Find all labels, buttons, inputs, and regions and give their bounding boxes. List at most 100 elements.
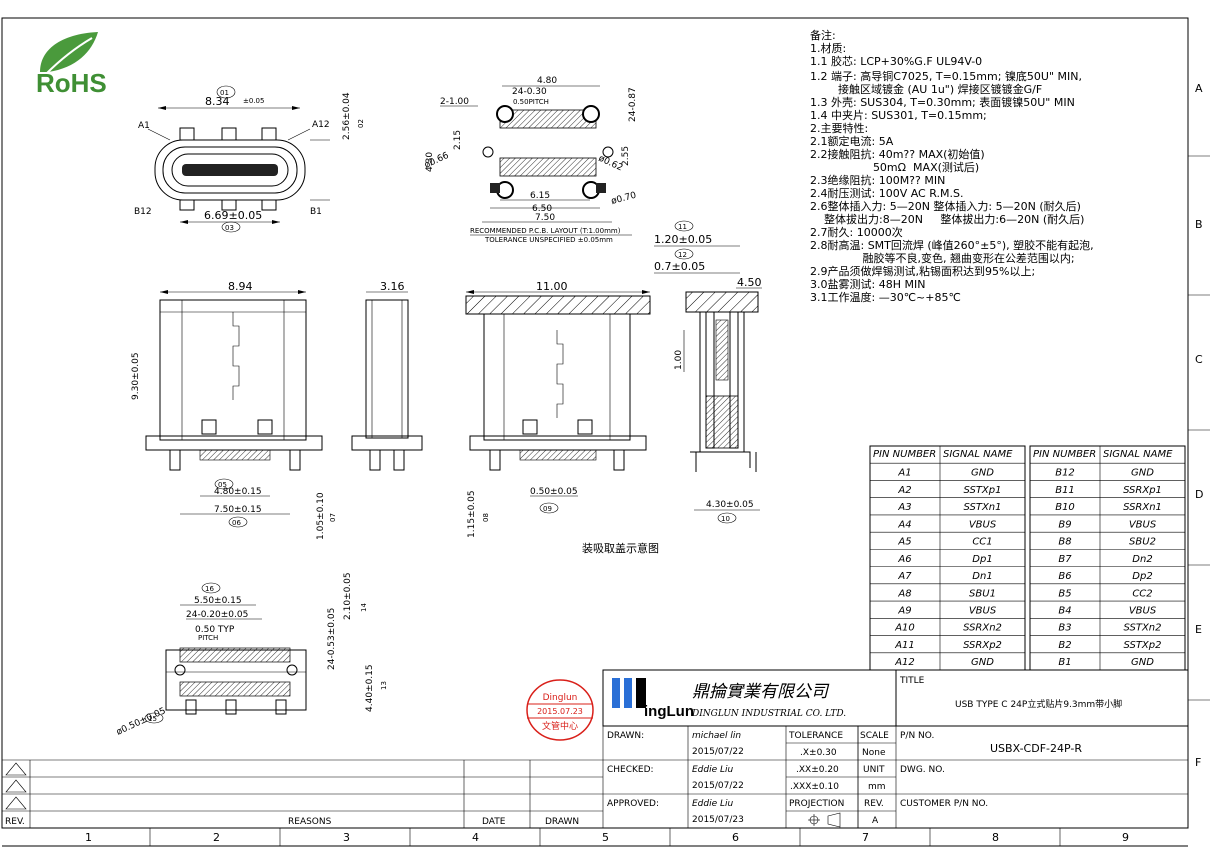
title-block: ingLun 鼎掄實業有限公司 DINGLUN INDUSTRIAL CO. L… xyxy=(602,669,1189,829)
pin-header: PIN NUMBER xyxy=(1033,449,1096,460)
pin-number-cell: A10 xyxy=(894,623,915,634)
note-line: 2.2接触阻抗: 40m?? MAX(初始值) xyxy=(810,147,985,161)
svg-text:4.50: 4.50 xyxy=(737,276,762,289)
signal-name-cell: GND xyxy=(971,657,994,668)
pin-number-cell: B11 xyxy=(1055,485,1075,496)
view-pcb-layout: 4.80 24-0.30 0.50PITCH 2-1.00 24-0.87 2.… xyxy=(423,76,638,244)
signal-name-cell: SSTXn1 xyxy=(964,502,1002,513)
zone-label: F xyxy=(1195,756,1201,769)
label-a12: A12 xyxy=(312,120,330,130)
svg-text:4.80±0.15: 4.80±0.15 xyxy=(214,487,262,497)
svg-text:03: 03 xyxy=(225,224,234,232)
pin-number-cell: A11 xyxy=(894,640,915,651)
svg-text:1.15±0.05: 1.15±0.05 xyxy=(467,490,477,538)
pick-cap xyxy=(465,295,651,315)
note-line: 50mΩ MAX(测试后) xyxy=(810,161,979,174)
projection-symbol-icon xyxy=(808,812,841,828)
note-line: 3.1工作温度: —30℃~+85℃ xyxy=(810,290,961,304)
svg-text:16: 16 xyxy=(205,585,214,593)
signal-name-cell: GND xyxy=(1131,657,1154,668)
svg-text:TOLERANCE: TOLERANCE xyxy=(788,731,843,741)
signal-name-cell: Dn2 xyxy=(1132,554,1152,565)
svg-text:DRAWN: DRAWN xyxy=(545,817,579,827)
note-line: 2.8耐高温: SMT回流焊 (峰值260°±5°), 塑胶不能有起泡, xyxy=(810,238,1094,252)
signal-name-cell: SSRXp1 xyxy=(1123,485,1162,496)
pin-number-cell: A8 xyxy=(897,588,911,599)
company-name-cn: 鼎掄實業有限公司 xyxy=(692,682,830,702)
note-line: 2.1额定电流: 5A xyxy=(810,134,894,148)
signal-name-cell: CC2 xyxy=(1132,588,1152,599)
svg-text:4.30±0.05: 4.30±0.05 xyxy=(706,500,754,510)
svg-text:DRAWN:: DRAWN: xyxy=(607,731,644,741)
signal-name-cell: SSRXn2 xyxy=(963,623,1002,634)
svg-text:12: 12 xyxy=(678,251,687,259)
signal-name-cell: SSTXp2 xyxy=(1123,640,1161,651)
pin-number-cell: B2 xyxy=(1058,640,1071,651)
svg-text:4.30: 4.30 xyxy=(425,152,435,172)
svg-text:24-0.53±0.05: 24-0.53±0.05 xyxy=(327,608,337,670)
pin-number-cell: A6 xyxy=(897,554,911,565)
view-with-cap: 11.00 0.50±0.05 09 1.15±0.05 08 装吸取盖示意图 xyxy=(465,280,659,555)
pin-header: SIGNAL NAME xyxy=(1103,449,1173,460)
zone-label: 7 xyxy=(862,831,869,844)
zone-label: 8 xyxy=(992,831,999,844)
rev-triangle-icon xyxy=(5,796,27,810)
svg-text:6.15: 6.15 xyxy=(530,191,550,201)
svg-text:24-0.87: 24-0.87 xyxy=(628,87,638,122)
svg-text:2015/07/22: 2015/07/22 xyxy=(692,781,744,791)
svg-text:DATE: DATE xyxy=(482,817,506,827)
note-line: 备注: xyxy=(810,28,836,42)
signal-name-cell: SSRXp2 xyxy=(963,640,1002,651)
svg-text:PITCH: PITCH xyxy=(198,634,218,642)
zone-label: 5 xyxy=(602,831,609,844)
note-line: 2.主要特性: xyxy=(810,121,868,135)
svg-text:None: None xyxy=(862,748,886,758)
caption-cap-diagram: 装吸取盖示意图 xyxy=(582,541,659,555)
signal-name-cell: Dn1 xyxy=(972,571,992,582)
signal-name-cell: GND xyxy=(971,468,994,479)
svg-text:3.16: 3.16 xyxy=(380,280,405,293)
leaf-icon xyxy=(40,32,98,72)
note-line: 2.7耐久: 10000次 xyxy=(810,225,903,239)
pin-number-cell: A9 xyxy=(897,605,911,616)
note-line: 接触区域镀金 (AU 1u") 焊接区镀镀金G/F xyxy=(810,82,1042,96)
terminals xyxy=(199,449,271,461)
svg-text:24-0.30: 24-0.30 xyxy=(512,87,547,97)
svg-text:CHECKED:: CHECKED: xyxy=(607,765,654,775)
label-a1: A1 xyxy=(138,121,150,131)
pin-header: SIGNAL NAME xyxy=(943,449,1013,460)
svg-text:2015/07/23: 2015/07/23 xyxy=(692,815,744,825)
svg-text:06: 06 xyxy=(232,519,241,527)
signal-name-cell: SBU2 xyxy=(1129,537,1156,548)
zone-labels-bottom: 1 2 3 4 5 6 7 8 9 xyxy=(85,831,1129,844)
dim-6.69: 6.69±0.05 xyxy=(204,209,262,222)
svg-text:SCALE: SCALE xyxy=(860,731,889,741)
svg-text:0.50 TYP: 0.50 TYP xyxy=(195,625,235,635)
svg-text:5.50±0.15: 5.50±0.15 xyxy=(194,596,242,606)
svg-text:michael lin: michael lin xyxy=(692,731,741,741)
svg-text:APPROVED:: APPROVED: xyxy=(607,799,659,809)
note-line: 整体拔出力:8—20N 整体拔出力:6—20N (耐久后) xyxy=(810,212,1084,226)
rev-triangle-icon xyxy=(5,779,27,793)
svg-text:UNIT: UNIT xyxy=(863,765,885,775)
svg-text:15: 15 xyxy=(148,715,157,723)
svg-text:6.50: 6.50 xyxy=(532,204,552,214)
svg-text:01: 01 xyxy=(220,89,229,97)
rohs-text: RoHS xyxy=(36,68,107,98)
svg-text:1.05±0.10: 1.05±0.10 xyxy=(316,492,326,540)
label-b12: B12 xyxy=(134,207,152,217)
drawing-title: USB TYPE C 24P立式贴片9.3mm带小脚 xyxy=(955,698,1122,710)
svg-text:文管中心: 文管中心 xyxy=(542,720,578,732)
signal-name-cell: SSRXn1 xyxy=(1123,502,1162,513)
svg-text:.XX±0.20: .XX±0.20 xyxy=(796,765,839,775)
svg-text:REV.: REV. xyxy=(864,799,884,809)
svg-text:4.40±0.15: 4.40±0.15 xyxy=(365,664,375,712)
svg-text:07: 07 xyxy=(329,513,337,522)
svg-text:TITLE: TITLE xyxy=(899,676,925,686)
svg-text:Eddie Liu: Eddie Liu xyxy=(692,799,734,809)
svg-text:2.10±0.05: 2.10±0.05 xyxy=(343,572,353,620)
svg-text:ø0.70: ø0.70 xyxy=(610,191,638,207)
signal-name-cell: SBU1 xyxy=(969,588,996,599)
svg-text:11: 11 xyxy=(678,223,687,231)
pin-number-cell: B12 xyxy=(1055,468,1075,479)
